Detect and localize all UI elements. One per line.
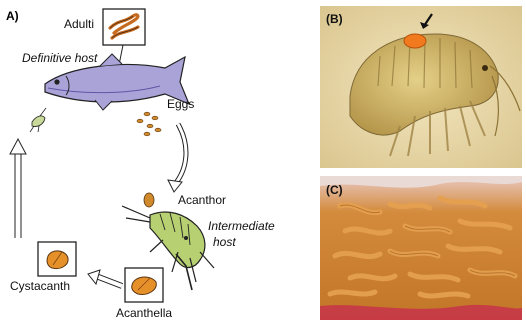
acanthella-box <box>125 268 163 302</box>
adult-worms-box <box>103 9 145 45</box>
label-acanthella: Acanthella <box>116 307 172 319</box>
cystacanth-box <box>38 242 76 276</box>
label-host: host <box>213 236 236 248</box>
arrow-acanthella-to-cystacanth <box>96 276 122 286</box>
eggs-cluster <box>137 112 161 136</box>
cystacanth-spot <box>404 34 426 48</box>
panel-b-letter: (B) <box>326 13 343 25</box>
life-cycle-diagram <box>0 0 320 323</box>
acanthor-egg <box>144 193 154 207</box>
label-intermediate: Intermediate <box>208 220 275 232</box>
panel-c-photo: (C) <box>320 176 522 320</box>
intestine-photo-illustration <box>320 176 522 320</box>
panel-c-letter: (C) <box>326 184 343 196</box>
label-acanthor: Acanthor <box>178 194 226 206</box>
amphipod-photo-illustration <box>320 6 522 168</box>
label-adults: Adulti <box>64 18 94 30</box>
label-definitive-host: Definitive host <box>22 52 97 64</box>
label-eggs: Eggs <box>167 98 194 110</box>
small-amphipod-icon <box>30 108 46 132</box>
label-cystacanth: Cystacanth <box>10 280 70 292</box>
panel-b-photo: (B) <box>320 6 522 168</box>
